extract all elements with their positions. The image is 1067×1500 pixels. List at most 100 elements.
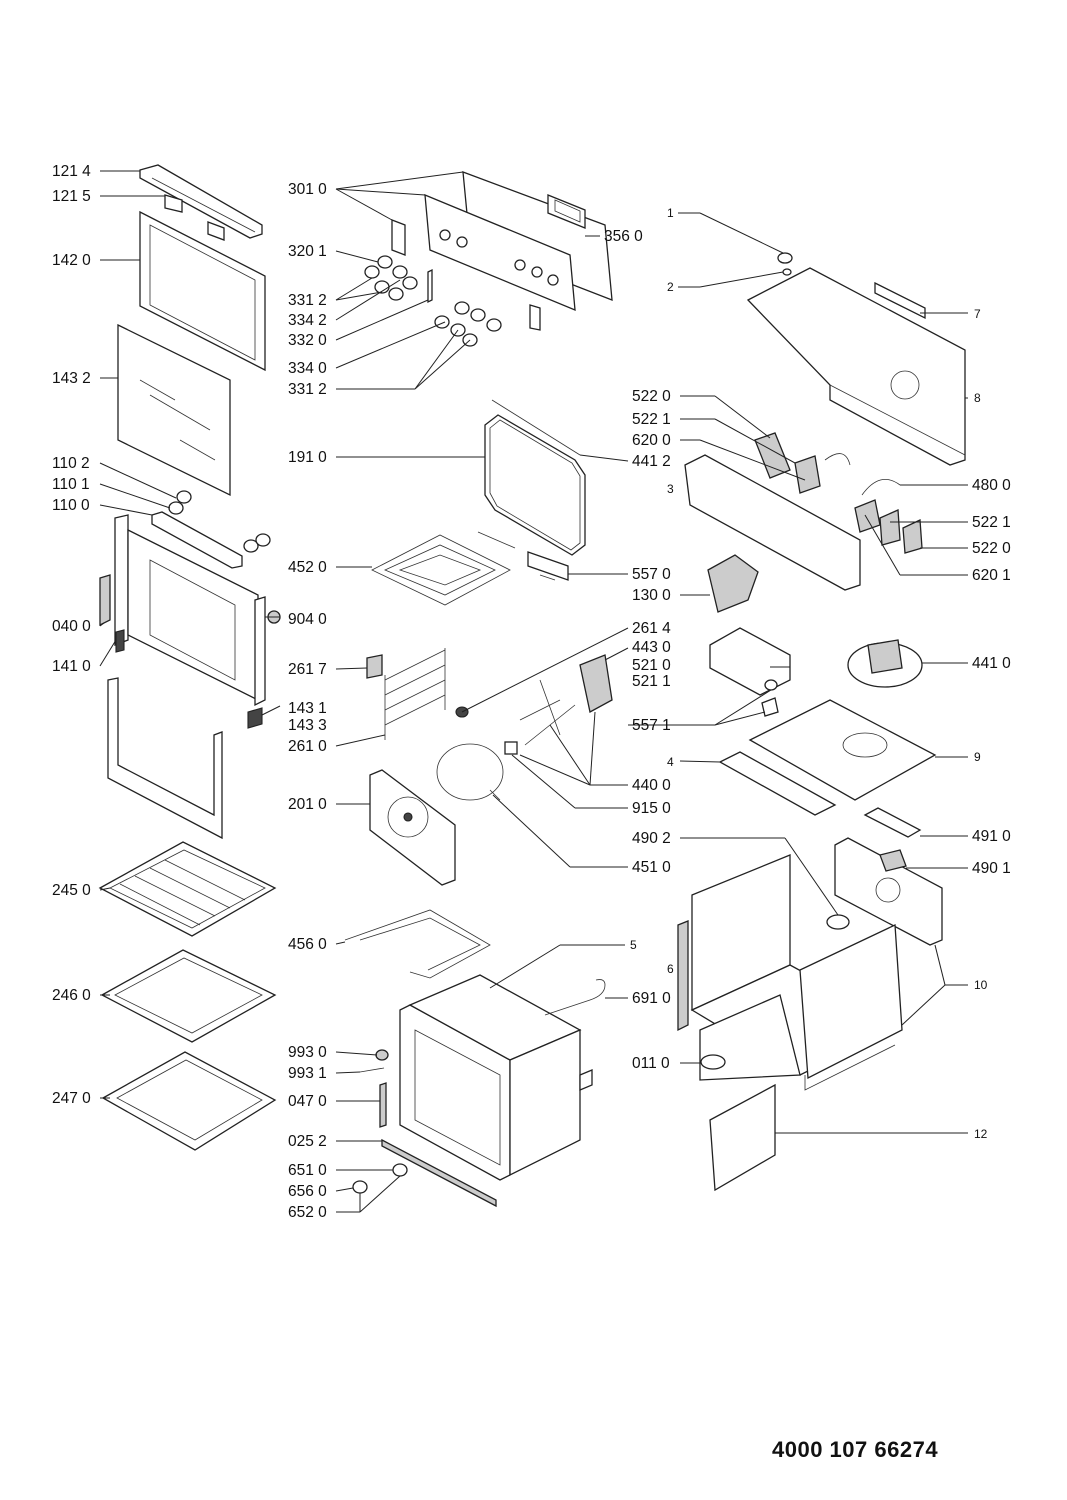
display-module [547,194,586,229]
inner-door-glass [117,323,231,497]
label-12: 12 [974,1127,988,1141]
oven-cavity [399,974,593,1181]
control-panel [391,171,613,331]
label-557-0: 557 0 [632,566,671,583]
side-rack [366,648,446,740]
label-521-0: 521 0 [632,657,671,674]
label-2: 2 [667,280,674,294]
label-025-2: 025 2 [288,1133,327,1150]
label-993-0: 993 0 [288,1044,327,1061]
label-522-1-a: 522 1 [632,411,671,428]
label-331-2-a: 331 2 [288,292,327,309]
label-201-0: 201 0 [288,796,327,813]
wire-shelf [98,841,277,937]
label-191-0: 191 0 [288,449,327,466]
label-331-2-b: 331 2 [288,381,327,398]
door-seal [484,399,586,556]
label-490-1: 490 1 [972,860,1011,877]
label-334-2: 334 2 [288,312,327,329]
rear-panel [834,837,943,946]
label-261-4: 261 4 [632,620,671,637]
label-121-4: 121 4 [52,163,91,180]
deep-tray [101,1051,277,1151]
label-143-3: 143 3 [288,717,327,734]
label-4: 4 [667,755,674,769]
terminal-block [863,807,922,838]
label-443-0: 443 0 [632,639,671,656]
label-110-2: 110 2 [52,455,90,472]
label-691-0: 691 0 [632,990,671,1007]
label-130-0: 130 0 [632,587,671,604]
door-lower-panel [107,677,223,840]
label-522-0-a: 522 0 [632,388,671,405]
label-247-0: 247 0 [52,1090,91,1107]
label-456-0: 456 0 [288,936,327,953]
leader-lines [99,170,968,1213]
circular-element [436,743,504,801]
control-knobs-left [364,255,433,304]
label-915-0: 915 0 [632,800,671,817]
label-10: 10 [974,978,988,992]
tangential-fan [826,914,850,930]
label-7: 7 [974,307,981,321]
label-451-0: 451 0 [632,859,671,876]
label-9: 9 [974,750,981,764]
label-142-0: 142 0 [52,252,91,269]
label-334-0: 334 0 [288,360,327,377]
label-491-0: 491 0 [972,828,1011,845]
adjustable-foot [700,1054,726,1070]
label-320-1: 320 1 [288,243,327,260]
label-143-2: 143 2 [52,370,91,387]
label-1: 1 [667,206,674,220]
label-521-1: 521 1 [632,673,671,690]
label-993-1: 993 1 [288,1065,327,1082]
label-141-0: 141 0 [52,658,91,675]
grill-element [371,531,516,606]
label-440-0: 440 0 [632,777,671,794]
label-522-0-b: 522 0 [972,540,1011,557]
outer-door-glass [139,210,266,372]
outer-casing [677,854,903,1091]
label-011-0: 011 0 [632,1055,670,1072]
label-110-1: 110 1 [52,476,90,493]
label-452-0: 452 0 [288,559,327,576]
label-480-0: 480 0 [972,477,1011,494]
back-plate [709,1083,776,1192]
label-3: 3 [667,482,674,496]
label-904-0: 904 0 [288,611,327,628]
door-frame [99,514,266,729]
document-number: 4000 107 66274 [772,1437,939,1462]
label-040-0: 040 0 [52,618,91,635]
safety-thermostat [761,679,779,717]
label-245-0: 245 0 [52,882,91,899]
control-bracket [684,432,923,591]
label-356-0: 356 0 [604,228,643,245]
label-5: 5 [630,938,637,952]
cooling-base [718,699,937,816]
label-651-0: 651 0 [288,1162,327,1179]
label-620-1: 620 1 [972,567,1011,584]
label-246-0: 246 0 [52,987,91,1004]
label-121-5: 121 5 [52,188,91,205]
label-6: 6 [667,962,674,976]
label-522-1-b: 522 1 [972,514,1011,531]
door-handle [139,164,263,239]
label-261-0: 261 0 [288,738,327,755]
label-143-1: 143 1 [288,700,327,717]
label-261-7: 261 7 [288,661,327,678]
label-047-0: 047 0 [288,1093,327,1110]
fan-cover [369,769,456,886]
top-panel [746,252,966,466]
handle-brackets [164,194,225,241]
bottom-element [344,909,491,979]
label-652-0: 652 0 [288,1204,327,1221]
baking-tray [100,949,277,1043]
transformer [707,554,759,613]
fan-motor [504,654,613,755]
label-441-2: 441 2 [632,453,671,470]
label-656-0: 656 0 [288,1183,327,1200]
part-labels: 121 4 121 5 142 0 143 2 1 10 2 110 1 110 … [52,163,1011,1221]
label-557-1: 557 1 [632,717,671,734]
label-490-2: 490 2 [632,830,671,847]
